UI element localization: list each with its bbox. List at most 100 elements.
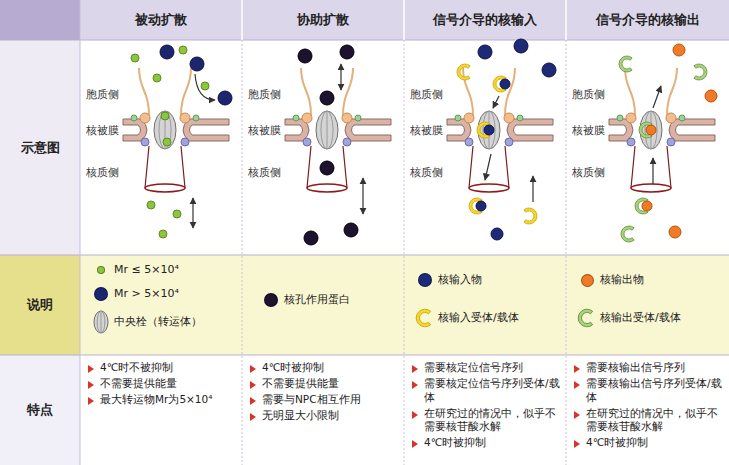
row-rule xyxy=(0,254,729,255)
central-plug xyxy=(316,111,338,149)
feature-item: 需要核输出信号序列受体/载体 xyxy=(574,377,725,405)
small-molecule xyxy=(163,138,171,146)
header-text: 示意图 xyxy=(21,139,60,157)
pore-subunit xyxy=(193,115,199,121)
pore-subunit xyxy=(617,115,623,121)
central-plug-line xyxy=(483,111,495,149)
column-header: 协助扩散 xyxy=(242,0,404,40)
legend-text: 核输入物 xyxy=(438,272,482,288)
cytoplasmic-fibril xyxy=(301,68,311,116)
feature-item: 最大转运物Mr为5×10⁴ xyxy=(88,393,238,407)
receptor-crescent xyxy=(621,226,634,242)
pore-subunit xyxy=(181,138,189,146)
column-rule xyxy=(404,40,405,465)
feature-item: 4℃时不被抑制 xyxy=(88,361,238,375)
bullet-marker xyxy=(88,397,94,405)
receptor-crescent xyxy=(619,56,632,72)
pore-interacting-protein xyxy=(344,223,358,237)
transport-arrow xyxy=(653,86,661,108)
bullet-marker xyxy=(574,411,580,419)
side-label: 胞质侧 xyxy=(248,88,281,101)
export-cargo xyxy=(646,125,656,135)
feature-item: 4℃时被抑制 xyxy=(574,436,725,450)
feature-item: 4℃时被抑制 xyxy=(412,436,562,450)
import-cargo xyxy=(491,228,503,240)
pore-subunit xyxy=(517,115,523,121)
feature-item: 4℃时被抑制 xyxy=(250,361,400,375)
legend-text: 核孔作用蛋白 xyxy=(284,292,350,308)
side-label: 核质侧 xyxy=(572,166,605,179)
legend-swatch xyxy=(418,273,432,287)
legend-text: 中央栓（转运体） xyxy=(114,314,202,330)
feature-item: 需要核输出信号序列 xyxy=(574,361,725,375)
pore-subunit xyxy=(141,138,149,146)
nuclear-envelope xyxy=(669,119,715,141)
feature-text: 4℃时被抑制 xyxy=(586,436,648,448)
cytoplasmic-fibril xyxy=(463,68,473,116)
receptor-crescent xyxy=(694,64,707,80)
legend-swatch xyxy=(581,274,594,287)
transport-arrow xyxy=(652,158,653,184)
cytoplasmic-fibril xyxy=(343,68,353,116)
feature-cell: 4℃时不被抑制不需要提供能量最大转运物Mr为5×10⁴ xyxy=(80,355,242,465)
pore-subunit xyxy=(180,113,190,123)
feature-text: 需要核输出信号序列受体/载体 xyxy=(586,377,722,403)
pore-subunit xyxy=(464,113,474,123)
cytoplasmic-fibril xyxy=(505,68,515,116)
central-plug-line xyxy=(159,111,171,149)
header-text: 特点 xyxy=(27,401,53,419)
import-cargo xyxy=(484,125,494,135)
nuclear-envelope xyxy=(345,119,391,141)
pore-subunit xyxy=(131,115,137,121)
row-head-band xyxy=(0,355,80,465)
basket-ring xyxy=(307,184,347,192)
feature-text: 需要核定位信号序列 xyxy=(424,361,523,373)
feature-cell: 4℃时被抑制不需要提供能量需要与NPC相互作用无明显大小限制 xyxy=(242,355,404,465)
pore-interacting-protein xyxy=(320,91,334,105)
bullet-marker xyxy=(250,381,256,389)
central-plug-line xyxy=(645,111,657,149)
row-rule xyxy=(0,39,729,40)
column-header: 信号介导的核输入 xyxy=(404,0,566,40)
side-label: 胞质侧 xyxy=(572,88,605,101)
legend-text: 核输出物 xyxy=(600,272,644,288)
side-label: 核质侧 xyxy=(410,166,443,179)
pore-subunit xyxy=(626,113,636,123)
pore-subunit xyxy=(455,115,461,121)
feature-item: 不需要提供能量 xyxy=(250,377,400,391)
transport-arrow xyxy=(340,64,341,90)
column-rule xyxy=(566,40,567,465)
cytoplasmic-fibril xyxy=(667,68,677,116)
column-rule xyxy=(403,0,405,40)
header-band xyxy=(80,0,729,40)
large-molecule xyxy=(160,45,174,59)
small-molecule xyxy=(153,74,161,82)
pore-subunit xyxy=(293,115,299,121)
import-cargo xyxy=(476,201,486,211)
large-molecule xyxy=(190,57,204,71)
side-label: 核质侧 xyxy=(248,166,281,179)
transport-arrow xyxy=(532,176,533,202)
central-plug-line xyxy=(327,111,328,149)
central-plug xyxy=(640,111,662,149)
receptor-crescent xyxy=(416,309,430,327)
feature-cell: 需要核定位信号序列需要核定位信号序列受体/载体在研究过的情况中，似乎不需要核苷酸… xyxy=(404,355,566,465)
bullet-marker xyxy=(88,365,94,373)
pore-subunit xyxy=(679,115,685,121)
legend-text: Mr ≤ 5×10⁴ xyxy=(114,262,179,278)
basket-ring xyxy=(145,184,185,192)
cytoplasmic-fibril xyxy=(625,68,635,116)
bullet-marker xyxy=(574,381,580,389)
central-plug-line xyxy=(321,111,333,149)
feature-item: 需要与NPC相互作用 xyxy=(250,393,400,407)
row-head-band xyxy=(0,40,80,255)
transport-arrow xyxy=(485,154,491,180)
central-plug-line xyxy=(101,311,102,333)
nuclear-basket xyxy=(145,146,185,188)
transport-arrow xyxy=(362,178,363,214)
transport-arrow xyxy=(192,198,193,228)
feature-text: 不需要提供能量 xyxy=(100,377,177,389)
bullet-marker xyxy=(412,365,418,373)
